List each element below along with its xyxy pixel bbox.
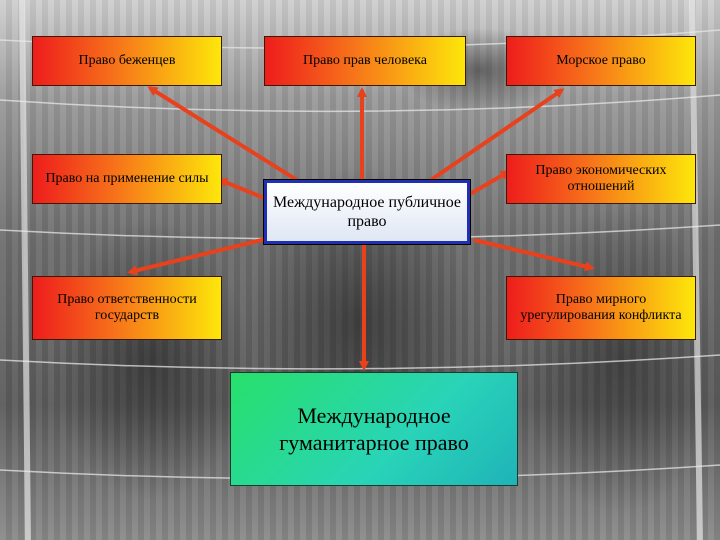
humanitarian-law-box: Международное гуманитарное право: [230, 372, 518, 486]
humanitarian-law-label: Международное гуманитарное право: [279, 403, 469, 455]
human-rights-law-box: Право прав человека: [264, 36, 466, 86]
peaceful-settlement-law-label: Право мирного урегулирования конфликта: [520, 292, 682, 323]
use-of-force-law-label: Право на применение силы: [45, 171, 209, 186]
state-responsibility-law-box: Право ответственности государств: [32, 276, 222, 340]
refugee-law-box: Право беженцев: [32, 36, 222, 86]
economic-relations-law-label: Право экономических отношений: [535, 163, 667, 194]
human-rights-law-label: Право прав человека: [303, 53, 427, 68]
economic-relations-law-box: Право экономических отношений: [506, 154, 696, 204]
peaceful-settlement-law-box: Право мирного урегулирования конфликта: [506, 276, 696, 340]
public-international-law-label: Международное публичное право: [272, 194, 462, 230]
refugee-law-label: Право беженцев: [78, 53, 176, 68]
use-of-force-law-box: Право на применение силы: [32, 154, 222, 204]
public-international-law-box: Международное публичное право: [263, 179, 471, 245]
sea-law-box: Морское право: [506, 36, 696, 86]
sea-law-label: Морское право: [556, 53, 646, 68]
state-responsibility-law-label: Право ответственности государств: [57, 292, 197, 323]
